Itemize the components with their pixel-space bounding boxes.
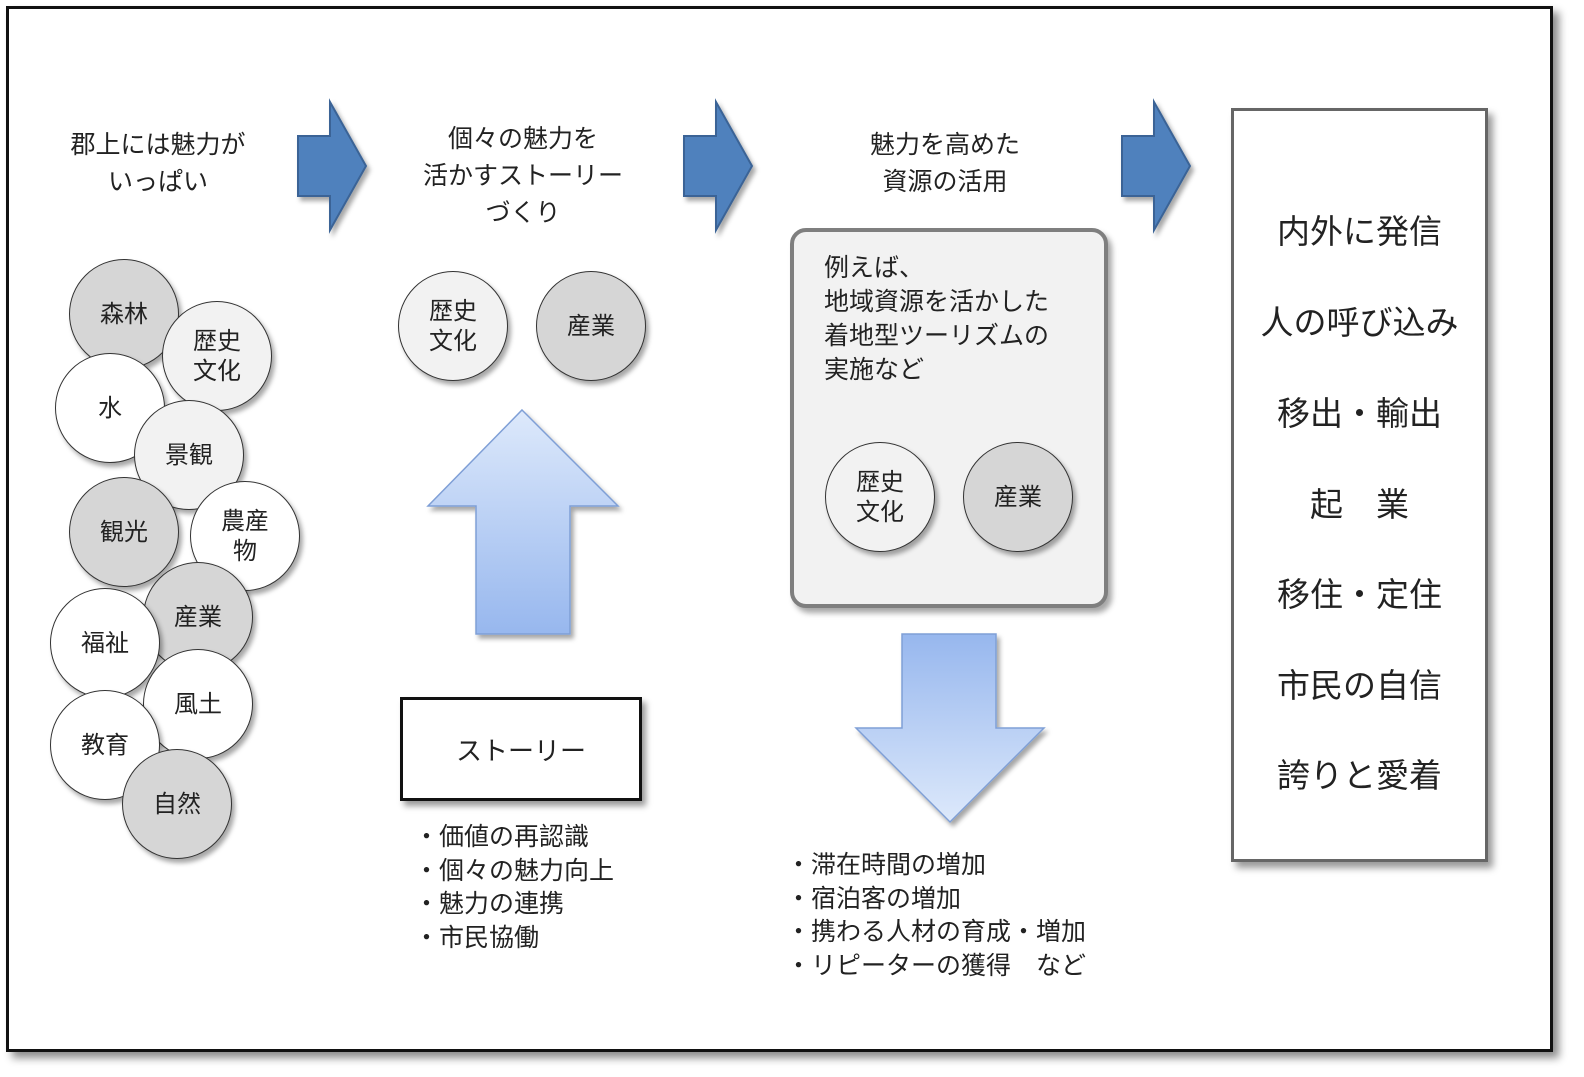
result-item: 起 業: [1310, 485, 1409, 524]
heading-step3: 魅力を高めた 資源の活用: [869, 130, 1020, 196]
list-item: ・滞在時間の増加: [786, 850, 987, 879]
result-item: 人の呼び込み: [1260, 303, 1459, 342]
list-item: ・魅力の連携: [414, 889, 565, 918]
list-item: ・市民協働: [414, 922, 540, 952]
list-item: ・宿泊客の増加: [786, 883, 962, 913]
result-item: 市民の自信: [1277, 666, 1442, 705]
flow-arrow-3: [1121, 98, 1192, 234]
resource-circle: 福祉: [50, 588, 160, 698]
results-box: [1231, 108, 1488, 862]
example-circle-industry: 産業: [963, 442, 1073, 552]
flow-arrow-2: [683, 98, 754, 234]
result-item: 移出・輸出: [1277, 394, 1442, 433]
resource-circle: 風土: [143, 649, 253, 759]
resource-circle: 自然: [122, 749, 232, 859]
story-circle-history: 歴史 文化: [398, 271, 508, 381]
up-arrow: [426, 408, 620, 635]
resource-circle: 歴史 文化: [162, 301, 272, 411]
story-circle-industry: 産業: [536, 271, 646, 381]
resource-circle: 観光: [69, 477, 179, 587]
example-circle-history: 歴史 文化: [825, 442, 935, 552]
result-item: 誇りと愛着: [1277, 756, 1442, 795]
flow-arrow-1: [297, 98, 368, 234]
list-item: ・個々の魅力向上: [414, 855, 615, 885]
down-arrow: [854, 633, 1046, 824]
story-box: ストーリー: [400, 697, 642, 801]
heading-step2: 個々の魅力を 活かすストーリー づくり: [422, 124, 623, 227]
heading-step1: 郡上には魅力が いっぱい: [70, 130, 246, 196]
story-list: ・価値の再認識 ・個々の魅力向上 ・魅力の連携 ・市民協働: [414, 820, 614, 954]
result-item: 移住・定住: [1277, 575, 1442, 614]
result-item: 内外に発信: [1277, 212, 1442, 251]
resource-circle: 森林: [69, 259, 179, 369]
resource-circle: 景観: [134, 400, 244, 510]
example-box: [790, 228, 1108, 608]
effect-list: ・滞在時間の増加 ・宿泊客の増加 ・携わる人材の育成・増加 ・リピーターの獲得 …: [786, 848, 1086, 982]
example-text: 例えば、 地域資源を活かした 着地型ツーリズムの 実施など: [824, 253, 1050, 384]
list-item: ・価値の再認識: [414, 822, 590, 851]
list-item: ・携わる人材の育成・増加: [786, 917, 1087, 946]
list-item: ・リピーターの獲得 など: [786, 950, 1087, 980]
